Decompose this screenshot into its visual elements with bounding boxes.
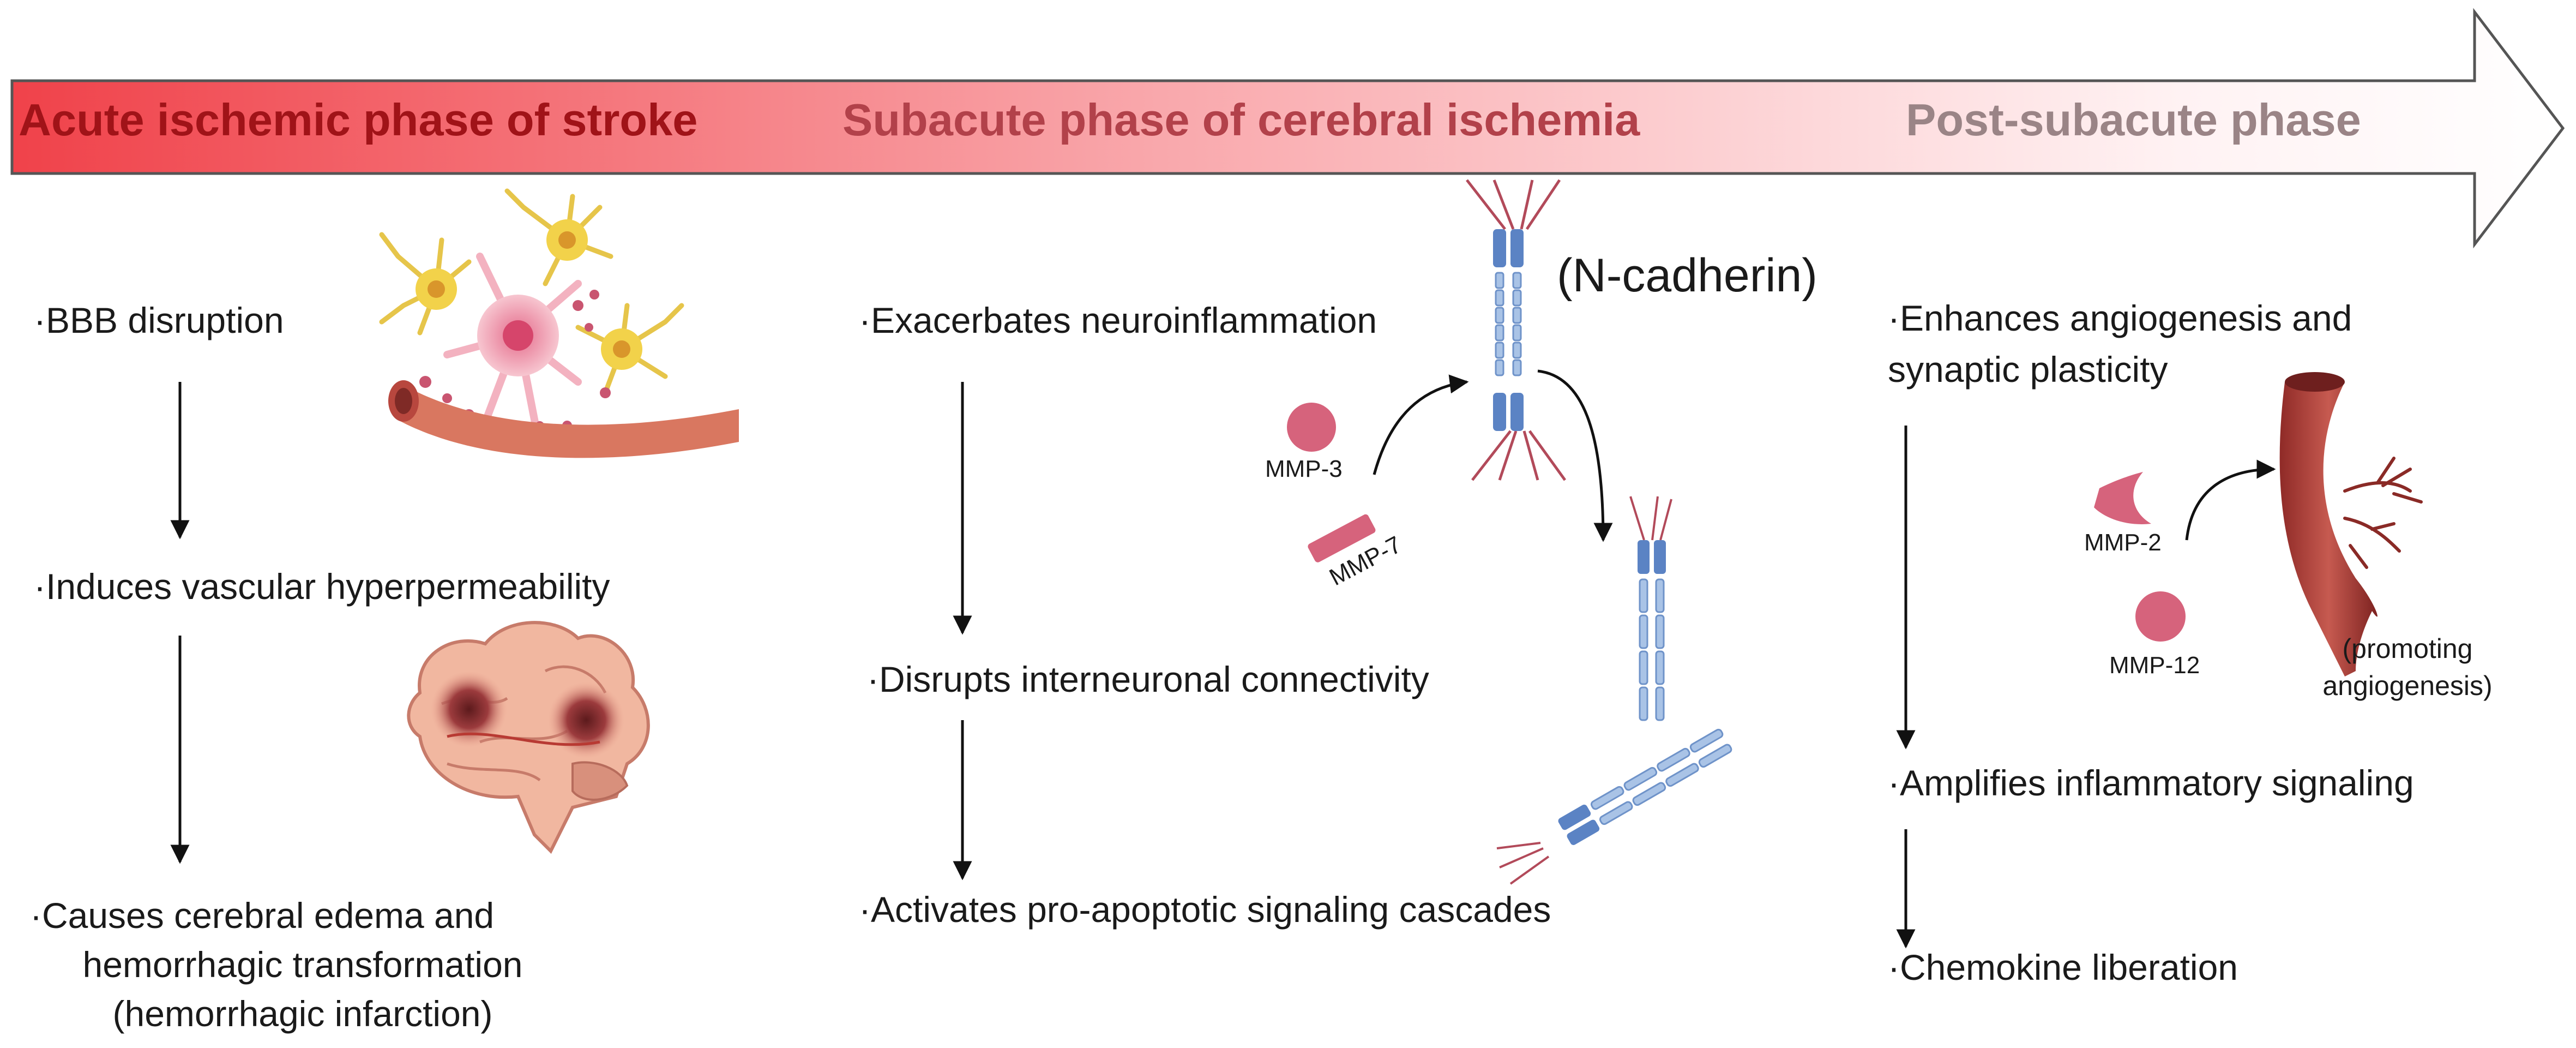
post-item-chemokine: ·Chemokine liberation [1888,947,2238,987]
subacute-item-apoptotic: ·Activates pro-apoptotic signaling casca… [859,889,1551,930]
post-item-inflammatory: ·Amplifies inflammatory signaling [1888,763,2414,803]
n-cadherin-icon [1466,179,1567,481]
mmp3-icon [1287,403,1336,452]
mmp-arrow-vessel [2185,459,2276,541]
acute-item-edema-line2: hemorrhagic transformation [82,944,523,985]
mmp2-icon [2094,472,2151,524]
phase-postsubacute-title: Post-subacute phase [1906,94,2361,145]
brain-icon [407,621,650,854]
mmp7-icon [1308,514,1376,562]
n-cadherin-label: (N-cadherin) [1557,249,1817,302]
acute-item-bbb: ·BBB disruption [34,300,284,340]
mmp-arrow-in [1373,374,1469,475]
mmp3-label: MMP-3 [1265,456,1343,482]
vessel-caption-line1: (promoting [2342,633,2473,664]
mmp2-label: MMP-2 [2084,529,2162,556]
phase-acute-title: Acute ischemic phase of stroke [19,94,698,145]
phase-subacute-title: Subacute phase of cerebral ischemia [842,94,1640,145]
subacute-item-connectivity: ·Disrupts interneuronal connectivity [867,659,1429,699]
timeline-arrow [10,8,2565,249]
acute-item-edema-line3: (hemorrhagic infarction) [112,993,493,1034]
post-item-angiogenesis-line2: synaptic plasticity [1888,349,2168,390]
cleavage-arrow [1537,369,1613,542]
cleaved-n-cadherin-icon [1496,496,1732,885]
mmp12-label: MMP-12 [2109,652,2200,679]
mmp12-icon [2135,591,2186,642]
artery-branch-icon [2279,372,2423,676]
vessel-caption-line2: angiogenesis) [2322,670,2493,701]
post-item-angiogenesis-line1: ·Enhances angiogenesis and [1888,298,2352,338]
acute-item-hyperpermeability: ·Induces vascular hyperpermeability [34,566,610,607]
blood-vessel-icon [388,380,739,458]
glial-neuron-cluster-icon [379,188,684,451]
acute-item-edema-line1: ·Causes cerebral edema and [30,895,495,936]
subacute-item-neuroinflammation: ·Exacerbates neuroinflammation [859,300,1377,340]
